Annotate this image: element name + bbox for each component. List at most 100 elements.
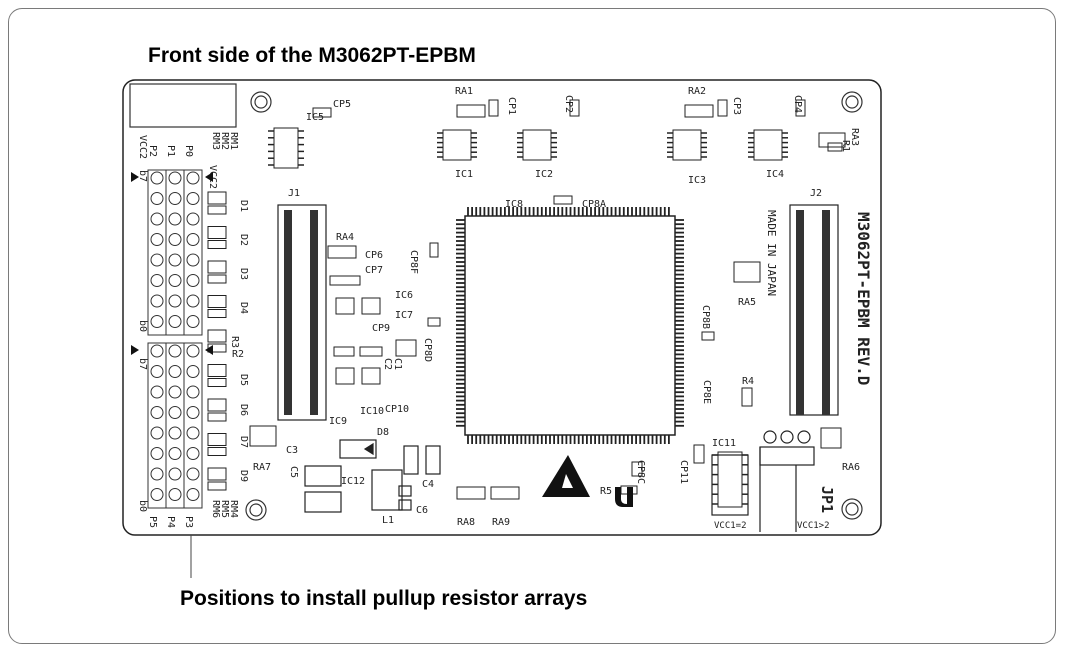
label-d6: D6 [238,404,249,416]
label-j2: J2 [810,188,822,199]
label-d1: D1 [238,200,249,212]
label-ic10: IC10 [360,406,384,417]
label-ic1: IC1 [455,169,473,180]
label-ic11: IC11 [712,438,736,449]
pin1-markers [131,172,213,355]
label-r5: R5 [600,486,612,497]
label-cp1: CP1 [506,97,517,115]
figure-caption: Positions to install pullup resistor arr… [180,587,588,610]
label-cp8d: CP8D [422,338,433,362]
label-rm2: RM2 [219,132,230,150]
power-section [304,439,441,513]
label-ra8: RA8 [457,517,475,528]
label-ra4: RA4 [336,232,354,243]
j1-connector [277,204,327,421]
mounting-holes [245,91,863,521]
label-b7-top: b7 [137,170,148,182]
label-d3: D3 [238,268,249,280]
label-ic8: IC8 [505,199,523,210]
label-ra6: RA6 [842,462,860,473]
small-components [249,99,846,500]
label-d2: D2 [238,234,249,246]
label-cp5: CP5 [333,99,351,110]
label-ic6: IC6 [395,290,413,301]
label-ra2: RA2 [688,86,706,97]
label-cp6: CP6 [365,250,383,261]
label-cp9: CP9 [372,323,390,334]
figure-title: Front side of the M3062PT-EPBM [148,44,476,67]
label-cp8a: CP8A [582,199,606,210]
label-ic5: IC5 [306,112,324,123]
label-c6: C6 [416,505,428,516]
label-ic4: IC4 [766,169,784,180]
board-name-label: M3062PT-EPBM REV.D [854,212,873,385]
label-d8: D8 [377,427,389,438]
label-vcc1-eq2: VCC1=2 [714,521,747,531]
label-c3: C3 [286,445,298,456]
label-ic2: IC2 [535,169,553,180]
label-cp10: CP10 [385,404,409,415]
label-ra3: RA3 [849,128,860,146]
label-vcc2-left: VCC2 [137,135,148,159]
label-ic9: IC9 [329,416,347,427]
label-ra9: RA9 [492,517,510,528]
label-ra7: RA7 [253,462,271,473]
label-vcc1-gt2: VCC1>2 [797,521,830,531]
label-b7-bottom: b7 [137,358,148,370]
label-ra1: RA1 [455,86,473,97]
label-p3: P3 [183,516,194,528]
label-d5: D5 [238,374,249,386]
label-rm1: RM1 [228,132,239,150]
label-p2: P2 [147,145,158,157]
label-r1: R1 [840,140,851,152]
label-rm3: RM3 [210,132,221,150]
esd-warning-icon [542,455,590,497]
label-d9: D9 [238,470,249,482]
label-r2: R2 [232,349,244,360]
diode-array [207,191,227,491]
figure-frame [8,8,1056,644]
j2-connector [789,204,839,416]
label-c5: C5 [288,466,299,478]
label-cp11: CP11 [678,460,689,484]
label-r3: R3 [229,336,240,348]
label-cp8c: CP8C [635,460,646,484]
pin-header-columns [147,169,203,509]
label-b0-top: b0 [137,320,148,332]
label-ic3: IC3 [688,175,706,186]
label-cp8b: CP8B [700,305,711,329]
label-p1: P1 [165,145,176,157]
label-p4: P4 [165,516,176,528]
label-cp8f: CP8F [408,250,419,274]
label-d4: D4 [238,302,249,314]
label-r4: R4 [742,376,754,387]
label-cp3: CP3 [731,97,742,115]
label-b0-bottom: b0 [137,500,148,512]
label-cp8e: CP8E [701,380,712,404]
label-c1: C1 [392,358,403,370]
label-p0: P0 [183,145,194,157]
ic8-qfp [456,207,684,444]
label-d7: D7 [238,436,249,448]
label-rm6: RM6 [210,500,221,518]
ul-mark-icon [615,487,633,507]
label-c2: C2 [382,358,393,370]
label-l1: L1 [382,515,394,526]
made-in-label: MADE IN JAPAN [765,210,778,296]
label-ic7: IC7 [395,310,413,321]
label-cp4: CP4 [792,95,803,113]
label-c4: C4 [422,479,434,490]
label-area [129,83,237,128]
label-rm5: RM5 [219,500,230,518]
label-cp7: CP7 [365,265,383,276]
label-ic12: IC12 [341,476,365,487]
label-j1: J1 [288,188,300,199]
label-ra5: RA5 [738,297,756,308]
label-rm4: RM4 [228,500,239,518]
soic-packages [268,127,788,508]
jp1-area [711,430,815,532]
label-cp2: CP2 [563,95,574,113]
label-p5: P5 [147,516,158,528]
label-jp1: JP1 [818,486,836,513]
